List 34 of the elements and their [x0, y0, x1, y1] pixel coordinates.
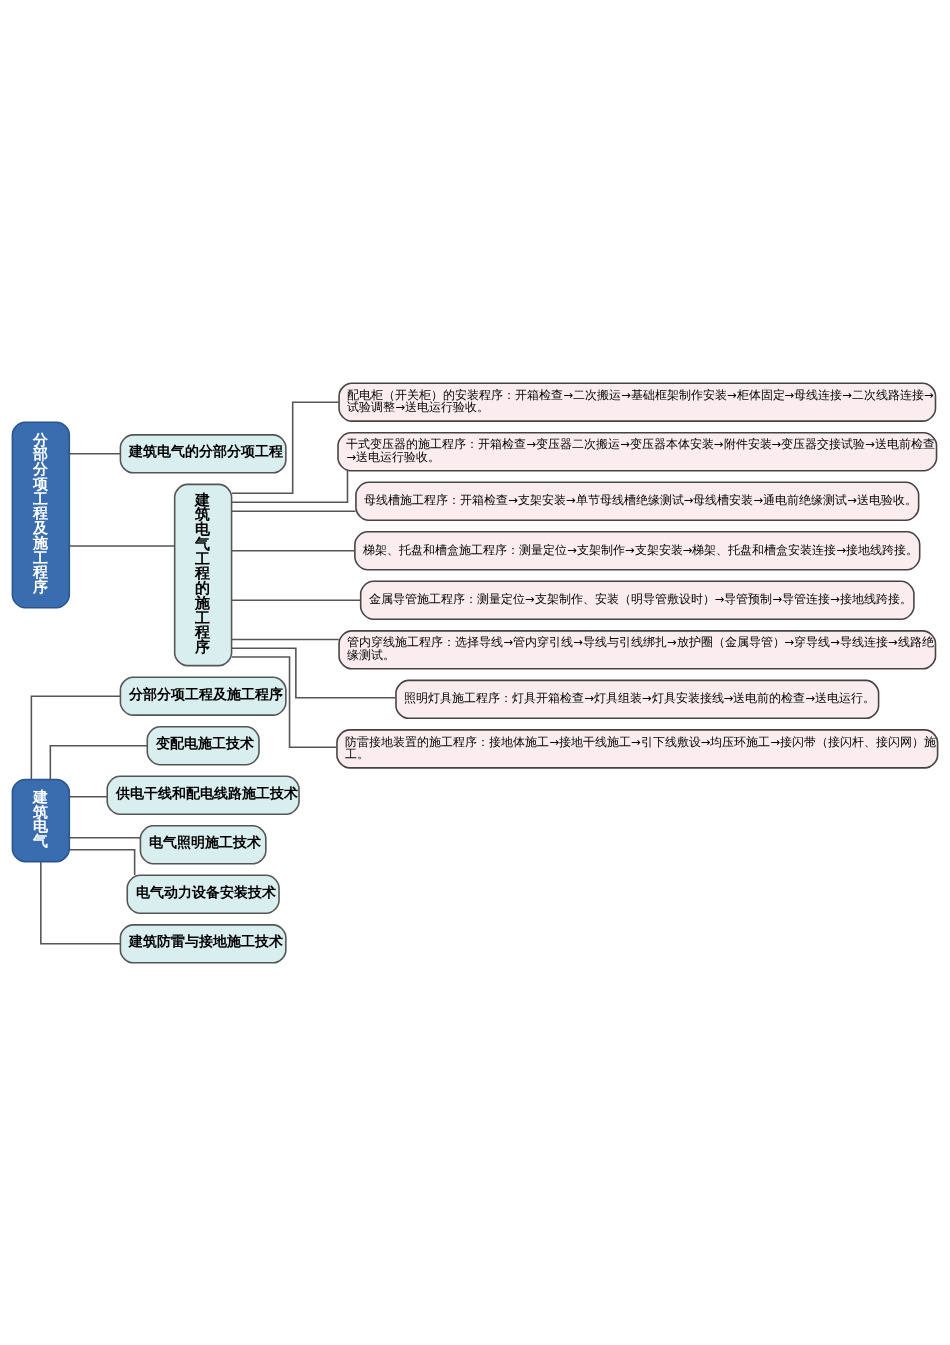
connector — [230, 549, 356, 552]
connector — [68, 544, 176, 547]
connector — [231, 655, 338, 748]
node-box: 干式变压器的施工程序：开箱检查→变压器二次搬运→变压器本体安装→附件安装→变压器交接试验→送电前检查→送电运行验收。 — [337, 431, 938, 471]
connector — [230, 469, 349, 503]
connector — [231, 646, 397, 699]
node-box: 照明灯具施工程序：灯具开箱检查→灯具组装→灯具安装接线→送电前的检查→送电运行。 — [395, 679, 880, 719]
connector — [230, 599, 361, 601]
node-box: 供电干线和配电线路施工技术 — [106, 775, 300, 815]
node-box: 建筑电气的分部分项工程 — [119, 433, 287, 474]
connector — [231, 400, 340, 494]
node-box: 分部分项工程及施工程序 — [119, 675, 287, 716]
node-box: 母线槽施工程序：开箱检查→支架安装→单节母线槽绝缘测试→母线槽安装→通电前绝缘测试→送电验收。 — [355, 480, 920, 521]
node-box: 金属导管施工程序：测量定位→支架制作、安装（明导管敷设时）→导管预制→导管连接→接地线跨接。 — [359, 580, 915, 620]
connector — [68, 836, 141, 838]
node-box: 防雷接地装置的施工程序：接地体施工→接地干线施工→引下线敷设→均压环施工→接闪带（接闪杆、接闪网）施工。 — [336, 728, 939, 769]
node-box: 分部分项工程及施工程序 — [11, 420, 71, 608]
node-box: 电气照明施工技术 — [139, 824, 267, 864]
connector — [68, 848, 136, 876]
node-box: 建筑电气 — [11, 778, 71, 862]
connector — [68, 452, 121, 455]
connector — [49, 744, 148, 780]
node-box: 建筑防雷与接地施工技术 — [119, 923, 287, 964]
node-box: 梯架、托盘和槽盒施工程序：测量定位→支架制作→支架安装→梯架、托盘和槽盒安装连接→接地线跨接。 — [354, 530, 921, 570]
connector — [40, 860, 121, 945]
node-box: 电气动力设备安装技术 — [126, 874, 280, 914]
connector — [230, 638, 340, 640]
node-box: 配电柜（开关柜）的安装程序：开箱检查→二次搬运→基础框架制作安装→柜体固定→母线连接→二次线路连接→试验调整→送电运行验收。 — [338, 381, 937, 422]
connector — [30, 694, 122, 780]
node-box: 变配电施工技术 — [146, 725, 260, 765]
node-box: 建筑电气工程的施工程序 — [173, 483, 233, 666]
node-box: 管内穿线施工程序：选择导线→管内穿引线→导线与引线绑扎→放护圈（金属导管）→穿导线→导线连接→线路绝缘测试。 — [338, 629, 937, 670]
connector — [68, 795, 108, 798]
connector — [230, 509, 357, 512]
